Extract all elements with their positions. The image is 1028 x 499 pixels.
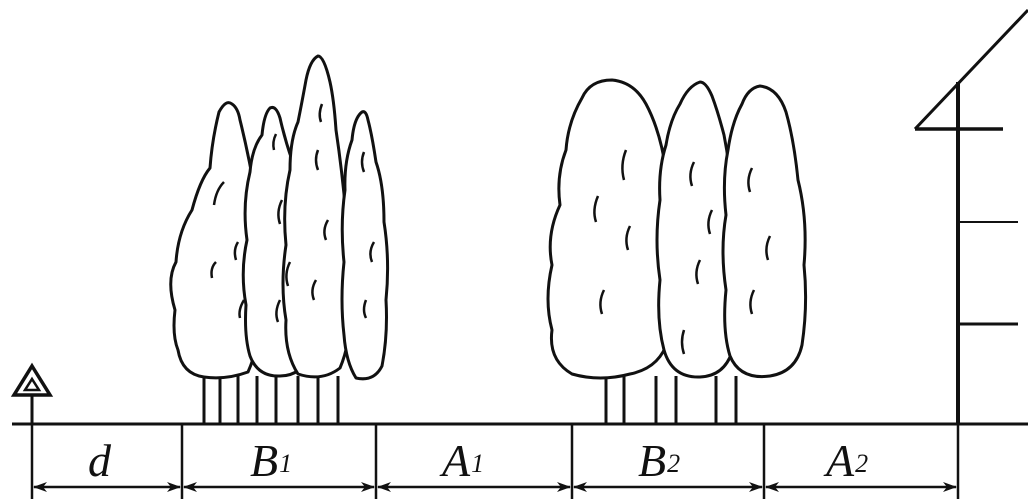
- tree-icon: [546, 78, 674, 380]
- building-facade-icon: [913, 8, 1028, 424]
- label-b2-sub: 2: [667, 449, 681, 478]
- tree-icon: [340, 110, 390, 381]
- label-a1-main: A: [442, 435, 471, 486]
- tree-group-b2: [546, 78, 808, 424]
- tree-texture: [593, 149, 772, 355]
- label-b2: B2: [638, 435, 681, 486]
- tree-group-b1: [169, 54, 390, 424]
- label-b1-main: B: [250, 435, 279, 486]
- label-d-main: d: [88, 435, 111, 486]
- tree-texture: [210, 103, 376, 323]
- label-d: d: [88, 438, 111, 484]
- tree-icon: [721, 84, 808, 379]
- dimension-lines: [30, 424, 960, 499]
- label-a1: A1: [442, 435, 485, 486]
- label-a2: A2: [826, 435, 869, 486]
- label-b1-sub: 1: [279, 449, 293, 478]
- label-a2-main: A: [826, 435, 855, 486]
- label-a2-sub: 2: [855, 449, 869, 478]
- tree-icon: [281, 54, 353, 379]
- label-b2-main: B: [638, 435, 667, 486]
- label-a1-sub: 1: [471, 449, 485, 478]
- tree-trunks: [604, 370, 738, 424]
- observer-marker-icon: [10, 362, 54, 424]
- tree-trunks: [202, 370, 340, 424]
- label-b1: B1: [250, 435, 293, 486]
- tree-icon: [655, 80, 739, 379]
